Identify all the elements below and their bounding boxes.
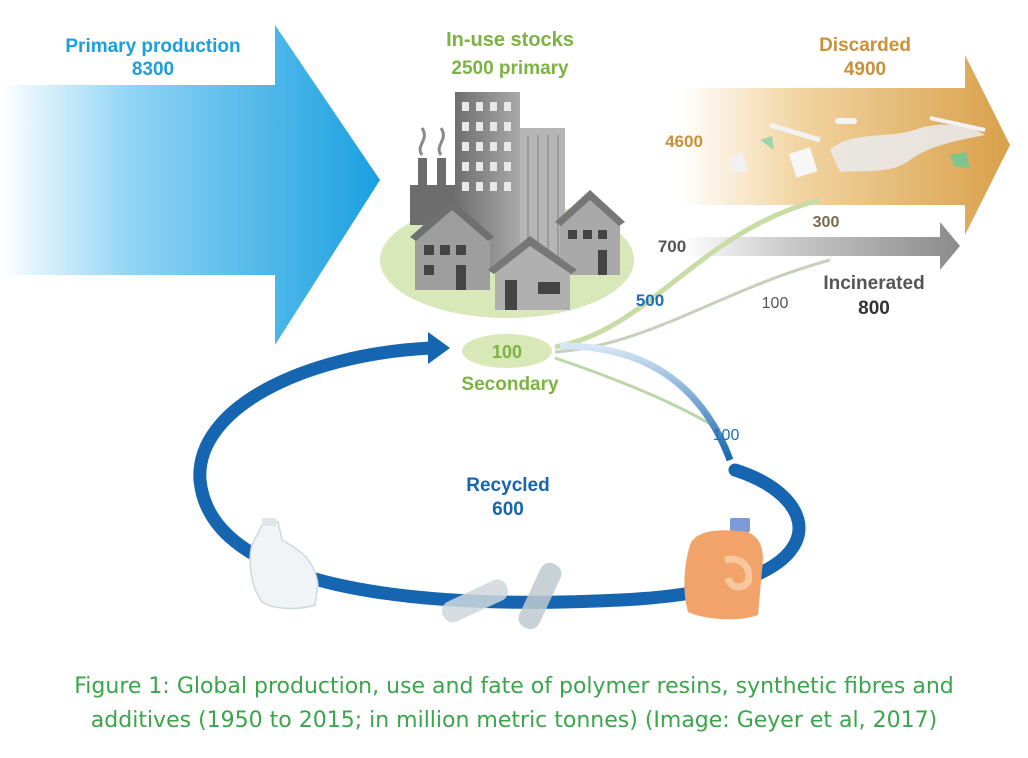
secondary-value: 100 [492,342,522,362]
secondary-ellipse [462,334,552,368]
secondary-label: Secondary [461,374,559,395]
primary-production-label: Primary production [65,36,240,57]
incineration-direct-value: 700 [658,237,686,256]
buildings-icon [455,92,565,272]
recycled-out-value: 500 [636,291,664,310]
secondary-outflows [554,197,831,462]
plastic-jug-icon [249,518,319,610]
recycling-loop-arrowhead [428,332,450,364]
recycled-label: Recycled [466,475,549,496]
incinerated-arrow [680,222,960,270]
caption-line-2: additives (1950 to 2015; in million metr… [90,708,938,733]
recycling-loop [193,341,806,609]
secondary-to-incineration-value: 100 [762,295,789,312]
recycled-value: 600 [492,499,524,520]
detergent-bottle-icon [684,518,763,620]
in-use-primary-value: 2500 primary [451,58,569,79]
in-use-stocks-label: In-use stocks [446,29,574,51]
plastic-flow-diagram: Primary production 8300 In-use stocks 25… [0,25,1010,630]
discarded-label: Discarded [819,35,911,56]
secondary-to-discard-value: 300 [813,214,840,231]
recycled-minor-value: 100 [713,427,740,444]
incinerated-value: 800 [858,298,890,319]
discarded-direct-value: 4600 [665,132,703,151]
figure-caption: Figure 1: Global production, use and fat… [0,670,1028,738]
plastic-bottle-icon [441,562,562,630]
incinerated-label: Incinerated [823,273,924,294]
litter-icon [728,116,986,178]
discarded-value: 4900 [844,59,886,80]
primary-production-arrow [0,25,380,345]
caption-line-1: Figure 1: Global production, use and fat… [74,674,954,699]
houses-icon [410,190,625,310]
primary-production-value: 8300 [132,59,174,80]
